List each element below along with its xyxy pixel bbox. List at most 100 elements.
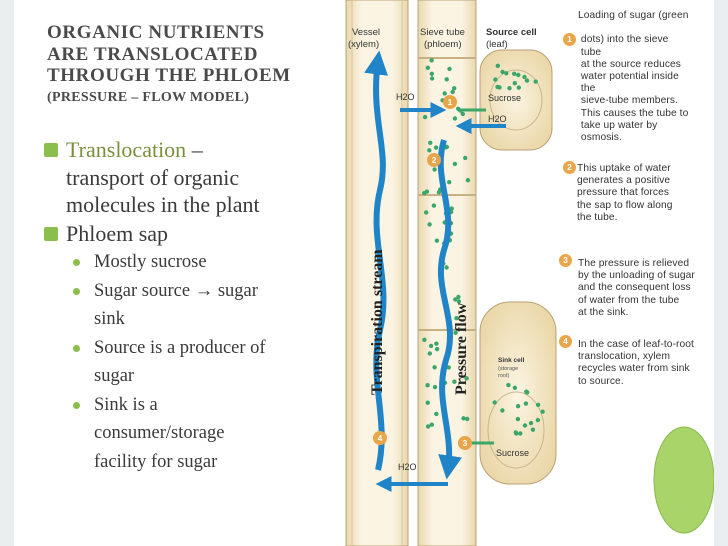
sugar-dot — [456, 294, 461, 300]
svg-text:2: 2 — [432, 155, 437, 165]
bullet-text: molecules in the plant — [66, 192, 260, 217]
sugar-dot — [528, 420, 534, 426]
sink-label-line: root) — [498, 373, 509, 379]
sugar-dot — [428, 140, 433, 145]
sugar-dot — [425, 383, 430, 388]
sub-bullet-dot — [73, 287, 80, 295]
sugar-dot — [500, 408, 505, 413]
sugar-dot — [453, 330, 458, 335]
sugar-dot — [449, 206, 454, 211]
sub-bullet: Sink is a consumer/storage facility for … — [44, 391, 344, 477]
sugar-dot — [432, 365, 437, 370]
sugar-dot — [492, 400, 497, 405]
sugar-dot — [424, 189, 430, 194]
sugar-dot — [535, 417, 541, 423]
sieve-label-line: Sieve tube — [420, 27, 465, 38]
sugar-dot — [495, 63, 500, 68]
bullet-text: – — [186, 137, 203, 162]
note-step-2: This uptake of water generates a positiv… — [577, 163, 673, 223]
slide-title: ORGANIC NUTRIENTS ARE TRANSLOCATED THROU… — [47, 22, 337, 108]
sugar-dot — [447, 66, 452, 72]
title-line: THROUGH THE PHLOEM — [47, 65, 291, 86]
sub-bullet-text: Source is a producer of — [94, 337, 266, 358]
sink-label-line: Sink cell — [498, 357, 525, 364]
bullet-list: Translocation – transport of organic mol… — [44, 136, 344, 476]
note-step-1: Loading of sugar (green dots) into the s… — [578, 10, 689, 144]
h2o-label: H2O — [396, 92, 415, 102]
sugar-dot — [429, 422, 434, 427]
sugar-dot — [465, 127, 471, 133]
vessel-label-line: Vessel — [352, 27, 380, 38]
sugar-dot — [431, 203, 437, 208]
sugar-dot — [444, 265, 449, 270]
sub-bullet-dot — [73, 401, 80, 409]
sugar-dot — [463, 155, 468, 161]
step-marker-3: 3 — [458, 436, 472, 450]
sugar-dot — [533, 79, 538, 84]
sub-bullet-text: facility for sugar — [94, 451, 218, 472]
title-line: ARE TRANSLOCATED — [47, 43, 259, 65]
note-step-3: The pressure is relieved by the unloadin… — [578, 258, 695, 318]
left-border-stripe — [0, 0, 14, 546]
sugar-dot — [425, 424, 431, 429]
sugar-dot — [434, 411, 439, 417]
sugar-dot — [429, 71, 434, 77]
sugar-dot — [429, 76, 435, 81]
sugar-dot — [442, 91, 447, 96]
sugar-dot — [461, 416, 466, 421]
sugar-dot — [452, 86, 457, 91]
sugar-dot — [453, 297, 458, 302]
bullet-text: transport of organic — [66, 164, 240, 190]
sugar-dot — [447, 180, 452, 185]
sub-bullet: Source is a producer of sugar — [44, 334, 344, 391]
sub-bullet-text: Sink is a — [94, 394, 158, 415]
step-marker-1: 1 — [443, 95, 457, 109]
sugar-dot — [525, 390, 530, 395]
sugar-dot — [422, 114, 428, 120]
sink-label-line: (storage — [498, 366, 518, 372]
sugar-dot — [452, 161, 458, 167]
step-badge-2: 2 — [563, 161, 576, 174]
term-translocation: Translocation — [66, 137, 187, 162]
sugar-dot — [434, 238, 440, 243]
sugar-dot — [432, 384, 438, 390]
sugar-dot — [515, 416, 521, 422]
sugar-dot — [454, 316, 459, 321]
pressure-flow-arrow — [437, 139, 462, 480]
sugar-dot — [535, 402, 541, 407]
sub-bullet-text: sugar — [94, 366, 135, 386]
sucrose-label: Sucrose — [496, 448, 529, 458]
sugar-dot — [452, 116, 458, 121]
sub-bullet: Mostly sucrose — [44, 248, 344, 277]
sugar-dot — [516, 85, 521, 90]
sub-bullet-text: Mostly sucrose — [94, 252, 207, 272]
title-subtitle: (PRESSURE – FLOW MODEL) — [47, 89, 250, 105]
sucrose-label: Sucrose — [488, 93, 521, 103]
sub-bullet-text: sink — [94, 309, 125, 329]
sugar-dot — [434, 346, 440, 352]
svg-text:3: 3 — [463, 438, 468, 448]
sink-cell — [479, 301, 557, 485]
sugar-dot — [523, 401, 529, 406]
sugar-dot — [512, 385, 518, 390]
sugar-dot — [504, 71, 509, 76]
transpiration-arrow — [364, 50, 388, 471]
sub-bullet: Sugar source → sugar sink — [44, 277, 344, 334]
sugar-dot — [493, 77, 498, 82]
sugar-dot — [518, 431, 523, 436]
sugar-dot — [427, 351, 432, 356]
sugar-dot — [424, 210, 429, 215]
bullet-marker — [44, 143, 58, 157]
title-line: ORGANIC NUTRIENTS — [47, 22, 265, 43]
source-label-line: Source cell — [486, 27, 537, 38]
sugar-dot — [429, 58, 434, 63]
sugar-dot — [444, 77, 449, 82]
sugar-dot — [512, 81, 517, 86]
sugar-dot — [434, 341, 439, 346]
step-badge-4: 4 — [559, 335, 572, 348]
decorative-green-circle — [653, 426, 714, 534]
sugar-dot — [500, 69, 505, 75]
sugar-dot — [497, 85, 502, 90]
pressure-flow-diagram: Vessel (xylem) Sieve tube (phloem) Sourc… — [345, 0, 557, 546]
sugar-dot — [460, 111, 465, 117]
